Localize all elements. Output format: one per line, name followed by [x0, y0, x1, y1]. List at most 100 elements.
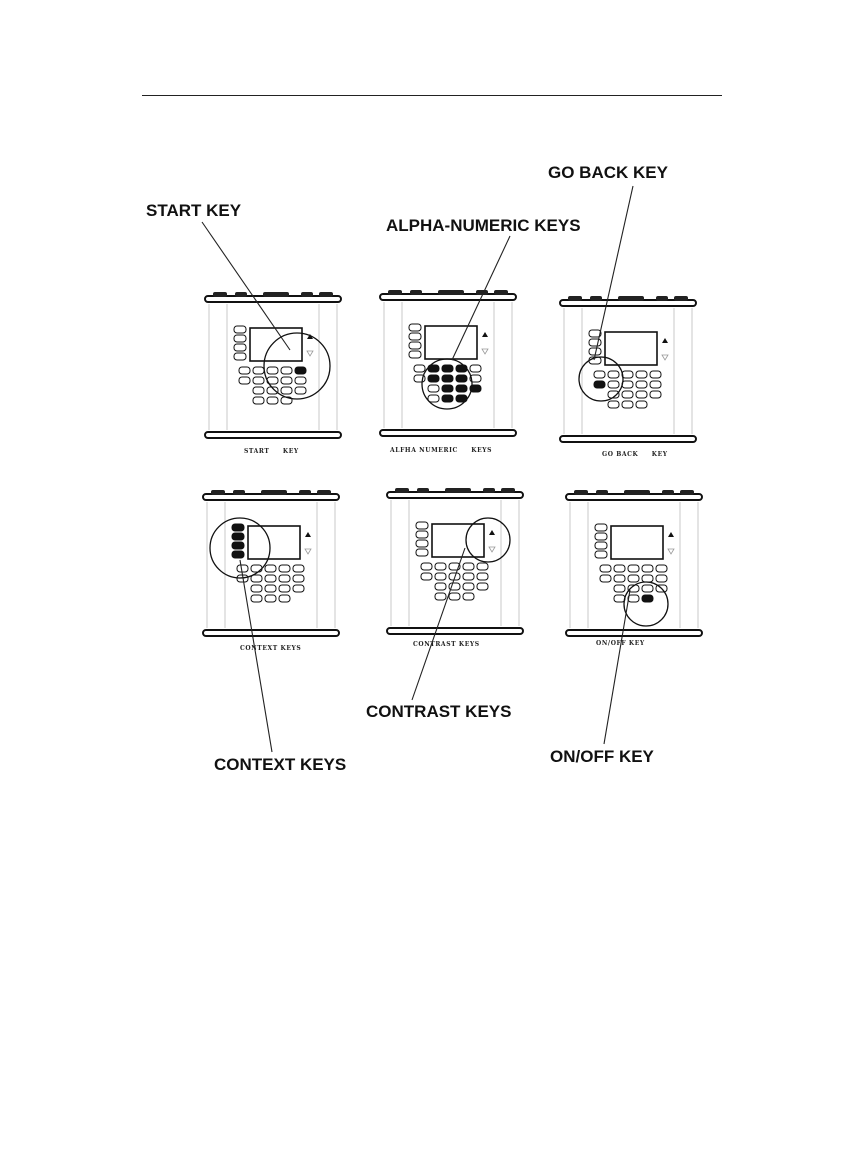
keypad-key — [470, 365, 481, 372]
contrast-up-arrow — [489, 530, 495, 535]
keypad-key — [636, 381, 647, 388]
device-top-bump — [445, 488, 471, 493]
keypad-key — [295, 387, 306, 394]
keypad-key — [650, 371, 661, 378]
keypad-key — [477, 563, 488, 570]
keypad-key — [435, 583, 446, 590]
keypad-key — [442, 375, 453, 382]
keypad-key — [435, 563, 446, 570]
keypad-key — [463, 593, 474, 600]
keypad-key — [253, 387, 264, 394]
keypad-key — [251, 585, 262, 592]
keypad-key — [656, 565, 667, 572]
device-top-bump — [263, 292, 289, 297]
keypad-key — [442, 385, 453, 392]
keypad-key — [594, 381, 605, 388]
keypad-key — [239, 377, 250, 384]
keypad-key — [251, 595, 262, 602]
device-screen — [432, 524, 484, 557]
caption-start-key: START KEY — [244, 448, 299, 455]
contrast-down-arrow — [668, 549, 674, 554]
keypad-key — [456, 365, 467, 372]
keypad-key — [253, 377, 264, 384]
keypad-key — [281, 367, 292, 374]
keypad-key — [456, 385, 467, 392]
keypad-key — [656, 575, 667, 582]
device-context — [203, 490, 339, 636]
device-top-bump — [662, 490, 674, 495]
keypad-key — [477, 583, 488, 590]
device-screen — [425, 326, 477, 359]
caption-contrast-keys: CONTRAST KEYS — [413, 641, 480, 648]
device-top-bump — [213, 292, 227, 297]
device-top-bump — [680, 490, 694, 495]
context-key — [595, 533, 607, 540]
keypad-key — [628, 595, 639, 602]
device-bottom-cap — [203, 630, 339, 636]
contrast-up-arrow — [662, 338, 668, 343]
keypad-key — [435, 573, 446, 580]
contrast-down-arrow — [305, 549, 311, 554]
keypad-key — [267, 397, 278, 404]
device-top-bump — [590, 296, 602, 301]
context-key — [234, 335, 246, 342]
keypad-key — [293, 585, 304, 592]
device-top-bump — [395, 488, 409, 493]
keypad-key — [421, 563, 432, 570]
keypad-key — [295, 377, 306, 384]
context-key — [416, 522, 428, 529]
device-bottom-cap — [387, 628, 523, 634]
keypad-key — [442, 395, 453, 402]
keypad-key — [636, 371, 647, 378]
keypad-key — [281, 387, 292, 394]
device-top-bump — [568, 296, 582, 301]
caption-on-off-key: ON/OFF KEY — [596, 640, 645, 647]
keypad-key — [642, 565, 653, 572]
contrast-down-arrow — [662, 355, 668, 360]
keypad-key — [293, 575, 304, 582]
keypad-key — [279, 595, 290, 602]
keypad-key — [614, 585, 625, 592]
callout-context-keys: CONTEXT KEYS — [214, 755, 346, 775]
keypad-key — [650, 391, 661, 398]
keypad-key — [239, 367, 250, 374]
device-top-bump — [483, 488, 495, 493]
keypad-key — [608, 381, 619, 388]
context-key — [234, 326, 246, 333]
device-top-bump — [494, 290, 508, 295]
leader-line-on-off — [604, 590, 630, 744]
device-top-bump — [574, 490, 588, 495]
device-contrast — [387, 488, 523, 634]
keypad-key — [421, 573, 432, 580]
keypad-key — [608, 371, 619, 378]
contrast-up-arrow — [668, 532, 674, 537]
keypad-key — [594, 371, 605, 378]
device-on-off — [566, 490, 702, 636]
keypad-key — [295, 367, 306, 374]
keypad-key — [237, 565, 248, 572]
keypad-key — [463, 573, 474, 580]
device-top-bump — [674, 296, 688, 301]
device-top-bump — [596, 490, 608, 495]
keypad-key — [267, 367, 278, 374]
device-top-bump — [476, 290, 488, 295]
keypad-key — [622, 371, 633, 378]
keypad-key — [614, 565, 625, 572]
contrast-down-arrow — [307, 351, 313, 356]
highlight-circle — [579, 357, 623, 401]
device-top-bump — [317, 490, 331, 495]
keypad-key — [628, 575, 639, 582]
keypad-key — [428, 375, 439, 382]
keypad-key — [414, 365, 425, 372]
context-key — [409, 324, 421, 331]
caption-alpha-numeric-keys: ALFHA NUMERIC KEYS — [390, 447, 492, 454]
context-key — [595, 542, 607, 549]
keypad-key — [642, 585, 653, 592]
device-bottom-cap — [205, 432, 341, 438]
keypad-key — [265, 585, 276, 592]
context-key — [232, 551, 244, 558]
contrast-up-arrow — [305, 532, 311, 537]
context-key — [409, 351, 421, 358]
contrast-down-arrow — [489, 547, 495, 552]
context-key — [232, 524, 244, 531]
